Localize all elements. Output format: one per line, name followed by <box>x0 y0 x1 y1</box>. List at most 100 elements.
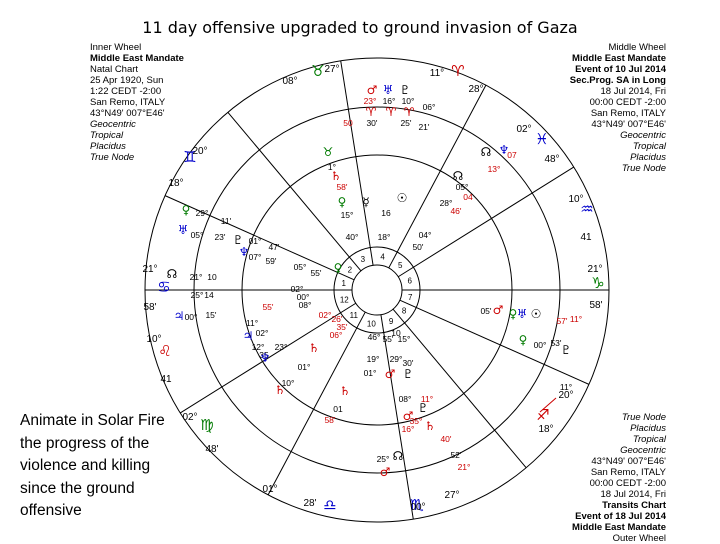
planet-degree-label: 35 <box>259 350 269 360</box>
house-number: 6 <box>407 277 412 286</box>
info-line: True Node <box>621 412 666 423</box>
center-ring <box>351 264 403 316</box>
planet-degree-label: 47' <box>268 242 279 252</box>
planet-glyph: ♈ <box>366 105 377 119</box>
planet-degree-label: 50' <box>412 242 423 252</box>
planet-degree-label: 01 <box>333 404 343 414</box>
planet-glyph: ☉ <box>397 191 408 205</box>
planet-degree-label: 52' <box>450 450 461 460</box>
planet-glyph: ♆ <box>260 351 271 365</box>
info-line: True Node <box>621 163 666 174</box>
house-number: 1 <box>342 279 347 288</box>
planet-degree-label: 55' <box>262 302 273 312</box>
info-line: 25 Apr 1920, Sun <box>90 75 164 86</box>
house-cusp-line <box>399 299 590 385</box>
planet-degree-label: 02° <box>319 310 332 320</box>
planet-degree-label: 25° <box>191 290 204 300</box>
cusp-degree-label: 11° <box>430 68 444 79</box>
aspect-line <box>539 397 557 413</box>
house-number: 12 <box>340 295 349 304</box>
planet-glyph: ♀ <box>519 333 528 347</box>
planet-glyph: ♇ <box>403 367 414 381</box>
info-line: Geocentric <box>90 119 136 130</box>
planet-degree-label: 11° <box>421 394 433 404</box>
planet-glyph: ♀ <box>509 307 518 321</box>
planet-degree-label: 01° <box>364 368 377 378</box>
info-line: 18 Jul 2014, Fri <box>600 489 666 500</box>
planet-glyph: ♈ <box>386 105 397 119</box>
animation-caption: Animate in Solar Fire the progress of th… <box>20 412 165 519</box>
cusp-degree-label: 21° <box>587 264 602 275</box>
house-cusp-line <box>340 60 374 266</box>
planet-degree-label: 05° <box>456 182 469 192</box>
planet-degree-label: 23° <box>275 342 288 352</box>
cusp-degree-label: 08° <box>282 76 297 87</box>
planet-degree-label: 05' <box>480 306 491 316</box>
planet-degree-label: 14 <box>204 290 214 300</box>
info-line: 1:22 CEDT -2:00 <box>90 86 162 97</box>
zodiac-sign-glyph: ♉ <box>311 62 324 80</box>
planet-glyph: ♂ <box>385 367 396 381</box>
planet-degree-label: 16° <box>383 96 396 106</box>
cusp-degree-label: 58' <box>589 300 602 311</box>
planet-degree-label: 58' <box>324 415 335 425</box>
info-line: Middle Wheel <box>608 42 666 53</box>
planet-glyph: ♉ <box>323 145 334 159</box>
info-line: San Remo, ITALY <box>90 97 166 108</box>
info-line: Placidus <box>90 141 126 152</box>
info-line: 00:00 CEDT -2:00 <box>589 478 666 489</box>
planet-degree-label: 30' <box>366 118 377 128</box>
planet-degree-label: 28° <box>440 198 453 208</box>
house-cusp-line <box>227 111 362 272</box>
cusp-degree-label: 48° <box>544 154 559 165</box>
planet-degree-label: 10 <box>207 272 217 282</box>
zodiac-sign-glyph: ♎ <box>323 496 336 514</box>
planet-glyph: ♄ <box>340 384 351 398</box>
planet-glyph: ♂ <box>367 83 378 97</box>
cusp-degree-label: 20° <box>558 390 573 401</box>
planet-glyph: ♇ <box>400 83 411 97</box>
planet-degree-label: 19° <box>367 354 380 364</box>
house-number: 2 <box>348 266 353 275</box>
planet-glyph: ♄ <box>309 341 320 355</box>
house-number: 9 <box>389 317 394 326</box>
cusp-degree-label: 18° <box>538 424 553 435</box>
planet-degree-label: 08° <box>399 394 412 404</box>
info-line: Tropical <box>90 130 124 141</box>
planet-degree-label: 01° <box>249 236 262 246</box>
zodiac-sign-glyph: ♌ <box>158 342 171 360</box>
planet-degree-label: 23' <box>214 232 225 242</box>
planet-degree-label: 46' <box>450 206 461 216</box>
zodiac-sign-glyph: ♊ <box>183 148 196 166</box>
planet-degree-label: 26' <box>331 314 342 324</box>
planet-degree-label: 1° <box>328 162 336 172</box>
planet-degree-label: 07 <box>507 150 517 160</box>
planet-degree-label: 40' <box>440 434 451 444</box>
planet-glyph: ♀ <box>338 195 347 209</box>
house-number: 8 <box>402 306 407 315</box>
planet-degree-label: 10° <box>282 378 295 388</box>
cusp-degree-label: 48' <box>205 444 218 455</box>
house-number: 7 <box>408 293 413 302</box>
house-number: 5 <box>398 261 403 270</box>
info-line: Placidus <box>630 152 666 163</box>
planet-degree-label: 00° <box>185 312 198 322</box>
info-line: 00:00 CEDT -2:00 <box>589 97 666 108</box>
planet-degree-label: 29° <box>390 354 403 364</box>
info-line: Outer Wheel <box>612 533 666 544</box>
info-line: 43°N49' 007°E46' <box>591 119 666 130</box>
planet-degree-label: 06° <box>423 102 436 112</box>
cusp-degree-label: 28' <box>303 498 316 509</box>
cusp-degree-label: 00° <box>410 502 425 513</box>
planet-glyph: ♂ <box>403 409 414 423</box>
info-line: Geocentric <box>620 130 666 141</box>
planet-glyph: ☉ <box>531 307 542 321</box>
planet-degree-label: 21° <box>458 462 471 472</box>
zodiac-sign-glyph: ♐ <box>536 406 549 424</box>
zodiac-sign-glyph: ♍ <box>200 416 213 434</box>
planet-degree-label: 35' <box>336 322 347 332</box>
planet-glyph: ♅ <box>178 223 189 237</box>
planet-degree-label: 21° <box>190 272 203 282</box>
planet-degree-label: 16° <box>402 424 415 434</box>
